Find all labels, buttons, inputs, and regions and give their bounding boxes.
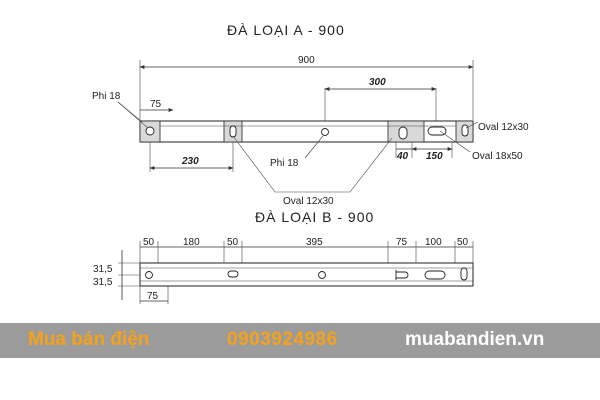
dim-label-b-75: 75 [147, 291, 159, 302]
leader-line [117, 101, 143, 123]
oval-b-end [460, 267, 468, 281]
diagram-b-title: ĐÀ LOẠI B - 900 [255, 209, 374, 225]
technical-drawing: ĐÀ LOẠI A - 900 900 300 75 Phi 18 [92, 22, 529, 304]
leader-line [465, 121, 479, 129]
brand-name: Mua bán điện [28, 329, 150, 350]
hole-b-center [318, 271, 326, 279]
leader-line [232, 135, 276, 193]
hole-b-left [145, 271, 153, 279]
dim-label-150: 150 [426, 151, 443, 162]
oval-18x50 [427, 126, 447, 136]
dim-label-b-4: 75 [396, 237, 408, 248]
leader-line [439, 130, 471, 153]
leader-line [349, 137, 393, 193]
oval-18x50-slot [398, 126, 408, 140]
oval-b-left [227, 270, 239, 278]
leader-line [304, 135, 324, 159]
dim-label-300: 300 [369, 77, 386, 88]
dim-label-b-left-top: 31,5 [93, 264, 113, 275]
dim-label-75-a: 75 [150, 99, 162, 110]
diagram-b: ĐÀ LOẠI B - 900 50 180 50 395 75 100 50 [93, 209, 474, 304]
label-oval12-bottom: Oval 12x30 [283, 196, 334, 207]
brand-phone[interactable]: 0903924986 [227, 329, 338, 350]
oval-12x30-right [461, 124, 469, 137]
dim-label-40: 40 [396, 151, 409, 162]
brand-website[interactable]: muabandien.vn [405, 329, 545, 350]
dim-label-b-left-bottom: 31,5 [93, 277, 113, 288]
dim-label-900: 900 [298, 55, 315, 66]
dim-label-b-3: 395 [306, 237, 323, 248]
oval-b-keyhole [395, 270, 409, 280]
label-oval12-right: Oval 12x30 [478, 122, 529, 133]
label-oval18: Oval 18x50 [472, 151, 523, 162]
bar-b [139, 262, 474, 287]
dim-label-b-5: 100 [425, 237, 442, 248]
dim-label-b-1: 180 [183, 237, 200, 248]
dim-label-b-6: 50 [457, 237, 469, 248]
diagram-a-title: ĐÀ LOẠI A - 900 [227, 22, 345, 38]
oval-12x30-left [229, 125, 237, 138]
hole-phi18-center [321, 128, 329, 136]
label-phi18-left: Phi 18 [92, 91, 121, 102]
diagram-a: ĐÀ LOẠI A - 900 900 300 75 Phi 18 [92, 22, 529, 207]
dim-label-b-2: 50 [227, 237, 239, 248]
oval-b-right [424, 270, 446, 280]
label-phi18-mid: Phi 18 [270, 158, 299, 169]
hole-phi18-left [145, 126, 155, 136]
dim-label-230: 230 [181, 156, 199, 167]
footer-brand-bar: Mua bán điện 0903924986 muabandien.vn [0, 323, 600, 358]
dim-label-b-0: 50 [143, 237, 155, 248]
